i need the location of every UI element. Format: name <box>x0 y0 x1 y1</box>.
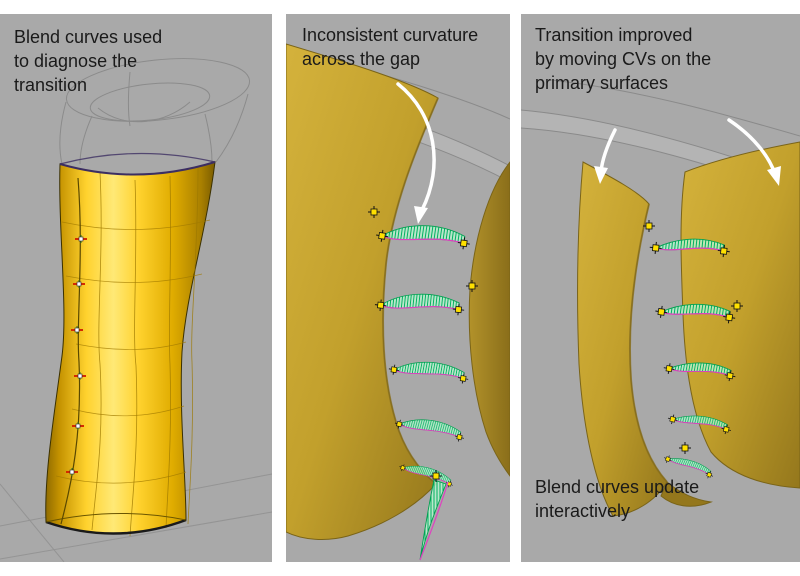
blend-curve-comb <box>374 289 465 320</box>
right-surface <box>468 161 510 477</box>
vase-render <box>0 58 272 562</box>
bottom-tip-surface <box>660 481 713 507</box>
right-surface <box>680 141 800 489</box>
annotation-arrow-left <box>594 128 617 184</box>
caption-right-top: Transition improved by moving CVs on the… <box>535 25 712 93</box>
wireframe-top-surface <box>59 58 251 165</box>
annotation-arrow <box>396 82 436 224</box>
panel-transition-improved: Transition improved by moving CVs on the… <box>521 14 800 562</box>
blend-curve-combs <box>367 205 479 561</box>
seam-edge <box>60 177 81 525</box>
rim-edge-front <box>59 161 216 176</box>
primary-surfaces <box>286 43 510 540</box>
primary-surfaces <box>577 141 800 517</box>
annotation-arrow-right <box>727 118 781 186</box>
blend-curve-comb <box>394 411 466 446</box>
gap-before-render <box>286 43 510 561</box>
rim-edge-back <box>59 152 216 165</box>
gap-after-render <box>521 79 800 517</box>
left-surface <box>286 43 439 540</box>
vase-surface <box>45 152 216 537</box>
caption-right-bottom: Blend curves update interactively <box>535 477 700 521</box>
caption-middle: Inconsistent curvature across the gap <box>302 25 479 69</box>
caption-left: Blend curves used to diagnose the transi… <box>14 27 163 95</box>
panel-blend-diagnose: Blend curves used to diagnose the transi… <box>0 14 272 562</box>
bottom-edge <box>45 518 187 535</box>
bottom-edge-back <box>45 513 187 523</box>
panel-inconsistent-curvature: Inconsistent curvature across the gap <box>286 14 510 562</box>
blend-curve-comb <box>388 355 470 388</box>
